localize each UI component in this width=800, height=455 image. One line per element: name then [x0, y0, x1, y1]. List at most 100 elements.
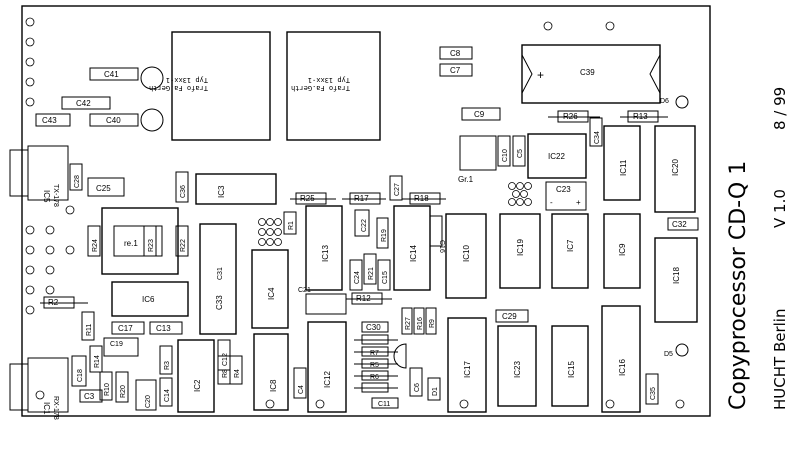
- c43-outline: [35, 113, 71, 127]
- r22-label: R22: [180, 239, 187, 252]
- ic9-label: IC9: [618, 243, 627, 256]
- r18-outline: [409, 192, 441, 205]
- c10-outline: [497, 135, 511, 167]
- c33-label: C33: [215, 295, 224, 310]
- ic5-label: IC5: [42, 190, 51, 203]
- ic11-outline: [603, 125, 641, 201]
- c15-label: C15: [382, 271, 389, 284]
- transformer-1-line1: Trafo Fa.Gerth: [149, 84, 208, 92]
- r8-label: R8: [222, 369, 229, 378]
- board-maker: HUCHT Berlin: [771, 309, 789, 410]
- ic4-label: IC4: [267, 287, 276, 300]
- c14-outline: [159, 377, 173, 407]
- r19-label: R19: [381, 229, 388, 242]
- r11-outline: [81, 311, 95, 341]
- r20-label: R20: [120, 385, 127, 398]
- d6-led: [675, 95, 689, 109]
- c8-label: C8: [450, 49, 461, 58]
- board-date: 8 / 99: [771, 87, 789, 130]
- c27-label: C27: [394, 183, 401, 196]
- c29-outline: [495, 309, 529, 323]
- r10-label: R10: [104, 383, 111, 396]
- c7-outline: [439, 63, 473, 77]
- mounting-holes: [35, 21, 685, 409]
- c13-outline: [149, 321, 183, 335]
- c42-outline: [61, 96, 111, 110]
- crystal-pads: [508, 182, 532, 206]
- r18-label: R18: [414, 194, 429, 203]
- ic2-outline: [177, 339, 215, 413]
- c3-outline: [79, 389, 103, 403]
- c35-label: C35: [650, 387, 657, 400]
- ic18-label: IC18: [672, 267, 681, 284]
- ic20-label: IC20: [671, 159, 680, 176]
- re1-label: re.1: [124, 239, 138, 248]
- r2-outline: [43, 296, 75, 309]
- transformer-2: Trafo Fa.Gerth Typ 13xx-1: [286, 31, 381, 141]
- c18-label: C18: [77, 369, 84, 382]
- c24-label: C24: [354, 271, 361, 284]
- ic1-label: IC1: [42, 402, 51, 415]
- c13-label: C13: [156, 324, 171, 333]
- c27-outline: [389, 175, 403, 201]
- tx-label: TX-178: [52, 184, 59, 207]
- r26-label: R26: [563, 112, 578, 121]
- c16-label: C16: [438, 240, 445, 253]
- c40-outline: [89, 113, 139, 127]
- r21-label: R21: [368, 267, 375, 280]
- c4-label: C4: [298, 385, 305, 394]
- c6-label: C6: [414, 383, 421, 392]
- c39-electrolytic: + C39: [521, 44, 661, 104]
- r20-outline: [115, 371, 129, 403]
- ic16-label: IC16: [618, 359, 627, 376]
- c32-label: C32: [672, 220, 687, 229]
- c36-label: C36: [180, 185, 187, 198]
- d1-label: D1: [432, 387, 439, 396]
- c28-label: C28: [74, 175, 81, 188]
- c39-label: C39: [580, 68, 595, 77]
- c30-label: C30: [366, 323, 381, 332]
- r17-label: R17: [354, 194, 369, 203]
- c8-outline: [439, 46, 473, 60]
- c22-outline: [354, 209, 370, 237]
- ic8-label: IC8: [269, 379, 278, 392]
- ic2-label: IC2: [193, 379, 202, 392]
- ic19-outline: [499, 213, 541, 289]
- c11-outline: [371, 397, 399, 409]
- c31-label: C31: [217, 267, 224, 280]
- ic9-outline: [603, 213, 641, 289]
- c30-outline: [361, 321, 389, 333]
- r4-label: R4: [234, 369, 241, 378]
- r13-label: R13: [633, 112, 648, 121]
- r14-outline: [89, 345, 103, 373]
- r21-outline: [363, 253, 377, 285]
- c25-label: C25: [96, 184, 111, 193]
- r1-label: R1: [288, 221, 295, 230]
- c16-outline: [429, 215, 443, 247]
- ic11-label: IC11: [619, 159, 628, 176]
- svg-text:+: +: [576, 198, 581, 207]
- r17-outline: [349, 192, 381, 205]
- c18-outline: [71, 355, 87, 387]
- d1-outline: [427, 377, 441, 401]
- r23-label: R23: [148, 239, 155, 252]
- svg-text:+: +: [537, 68, 544, 82]
- c29-label: C29: [502, 312, 517, 321]
- r3-label: R3: [164, 361, 171, 370]
- r16-outline: [413, 307, 425, 335]
- c14-label: C14: [164, 389, 171, 402]
- r12-label: R12: [356, 294, 371, 303]
- ic22-outline: [527, 133, 587, 179]
- ic6-outline: [111, 281, 189, 317]
- c3-label: C3: [84, 392, 95, 401]
- c20-outline: [135, 379, 157, 411]
- ic7-outline: [551, 213, 589, 289]
- ic3-label: IC3: [217, 185, 226, 198]
- ic22-label: IC22: [548, 152, 565, 161]
- c28-outline: [69, 163, 83, 191]
- ic23-label: IC23: [513, 361, 522, 378]
- r1-outline: [283, 211, 297, 235]
- ic12-label: IC12: [323, 371, 332, 388]
- r9-label: R9: [429, 319, 436, 328]
